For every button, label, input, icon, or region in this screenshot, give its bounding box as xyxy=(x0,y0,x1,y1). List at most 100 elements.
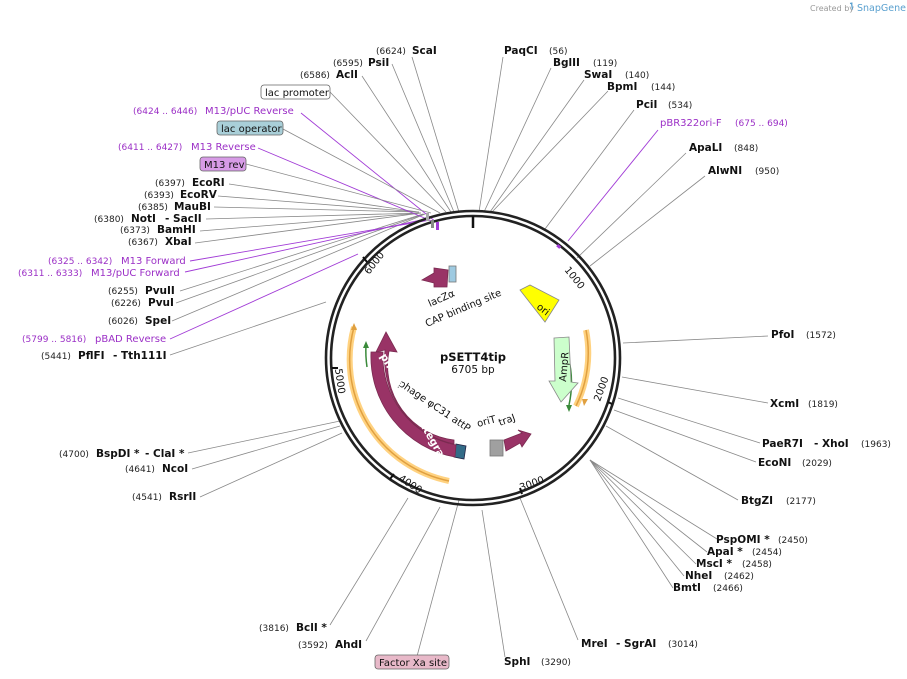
primer-binding-marks xyxy=(426,213,562,249)
feature-traj-label: traJ xyxy=(497,413,517,429)
primer-lines xyxy=(169,112,659,340)
snapgene-logo-icon xyxy=(849,2,854,10)
site-name[interactable]: ApaI * xyxy=(707,546,743,558)
site-name[interactable]: SpeI xyxy=(145,315,171,327)
site-pos: (2454) xyxy=(752,548,782,558)
site-name[interactable]: PvuII xyxy=(145,285,175,297)
feature-cap-label: CAP binding site xyxy=(424,288,503,330)
site-name[interactable]: EcoRI xyxy=(192,177,225,189)
site-name[interactable]: BspDI * xyxy=(96,448,140,460)
box-label: lac operator xyxy=(221,124,282,135)
site-name[interactable]: NotI xyxy=(131,213,156,225)
site-pos: (2462) xyxy=(724,572,754,582)
site-pos: (1819) xyxy=(808,400,838,410)
box-lac-operator[interactable]: lac operator xyxy=(216,120,284,136)
primer-name[interactable]: pBAD Reverse xyxy=(95,334,166,345)
site-pos: (6624) xyxy=(376,47,406,57)
site-name[interactable]: RsrII xyxy=(169,491,196,503)
site-pos: (3014) xyxy=(668,640,698,650)
site-name[interactable]: PciI xyxy=(636,99,657,111)
site-name[interactable]: PvuI xyxy=(148,297,174,309)
feature-cap[interactable] xyxy=(448,265,457,283)
site-pos: (6255) xyxy=(108,287,138,297)
site-name-extra[interactable]: - SgrAI xyxy=(616,638,656,650)
site-name[interactable]: XcmI xyxy=(770,398,799,410)
site-name[interactable]: BglII xyxy=(553,57,580,69)
primer-labels: (6424 .. 6446) M13/pUC Reverse (6411 .. … xyxy=(18,106,788,345)
feature-ampr-label: AmpR xyxy=(558,351,572,382)
site-name[interactable]: MreI xyxy=(581,638,608,650)
site-pos: (56) xyxy=(549,47,567,57)
site-name[interactable]: NheI xyxy=(685,570,712,582)
site-pos: (3290) xyxy=(541,658,571,668)
site-name-extra[interactable]: - ClaI * xyxy=(145,448,185,460)
orf-arc-right-core xyxy=(575,329,589,407)
site-name[interactable]: PspOMI * xyxy=(716,534,770,546)
feature-lacz[interactable] xyxy=(420,267,449,288)
site-pos: (6586) xyxy=(300,71,330,81)
site-name[interactable]: PfoI xyxy=(771,329,794,341)
site-pos: (2458) xyxy=(742,560,772,570)
site-name-extra[interactable]: - Tth111I xyxy=(113,350,167,362)
tick-label-4000: 4000 xyxy=(396,473,423,496)
site-name[interactable]: AclI xyxy=(336,69,358,81)
feature-orit[interactable] xyxy=(489,439,504,457)
tick-mark xyxy=(389,473,395,480)
site-name[interactable]: BpmI xyxy=(607,81,637,93)
site-pos: (6373) xyxy=(120,226,150,236)
feature-traj[interactable] xyxy=(503,429,532,452)
site-name[interactable]: XbaI xyxy=(165,236,192,248)
site-name-extra[interactable]: - XhoI xyxy=(814,438,849,450)
primer-name[interactable]: M13 Reverse xyxy=(191,142,256,153)
box-factor-xa-site[interactable]: Factor Xa site xyxy=(374,654,450,670)
site-name[interactable]: BmtI xyxy=(673,582,701,594)
site-name[interactable]: EcoNI xyxy=(758,457,791,469)
site-pos: (6367) xyxy=(128,238,158,248)
site-name[interactable]: BamHI xyxy=(157,224,196,236)
site-pos: (534) xyxy=(668,101,692,111)
box-lac-promoter[interactable]: lac promoter xyxy=(260,84,331,100)
box-m13-rev[interactable]: M13 rev xyxy=(199,156,247,172)
site-name[interactable]: EcoRV xyxy=(180,189,218,201)
credit-brand[interactable]: SnapGene xyxy=(857,3,906,14)
boxed-label-lines xyxy=(245,91,447,214)
site-name[interactable]: ApaLI xyxy=(689,142,722,154)
site-name[interactable]: ScaI xyxy=(412,45,437,57)
tick-mark xyxy=(607,401,613,405)
orf-arc-right xyxy=(573,329,592,408)
backbone-outer-ring xyxy=(324,209,622,507)
primer-range: (675 .. 694) xyxy=(735,119,788,129)
boxed-labels: lac promoter lac operator M13 rev Factor… xyxy=(199,84,450,670)
site-pos: (119) xyxy=(593,59,617,69)
site-name[interactable]: PflFI xyxy=(78,350,105,362)
site-name[interactable]: PaeR7I xyxy=(762,438,803,450)
plasmid-length: 6705 bp xyxy=(451,364,495,376)
primer-name[interactable]: M13/pUC Reverse xyxy=(205,106,294,117)
site-name[interactable]: NcoI xyxy=(162,463,188,475)
site-pos: (2029) xyxy=(802,459,832,469)
site-name[interactable]: PaqCI xyxy=(504,45,538,57)
site-name[interactable]: AlwNI xyxy=(708,165,742,177)
primer-name[interactable]: pBR322ori-F xyxy=(660,118,722,129)
credit-prefix: Created by xyxy=(810,4,854,13)
primer-name[interactable]: M13/pUC Forward xyxy=(91,268,180,279)
site-name[interactable]: AhdI xyxy=(335,639,362,651)
site-name[interactable]: SwaI xyxy=(584,69,612,81)
site-name[interactable]: MscI * xyxy=(696,558,732,570)
site-name[interactable]: BtgZI xyxy=(741,495,773,507)
primer-name[interactable]: M13 Forward xyxy=(121,256,186,267)
site-name[interactable]: PsiI xyxy=(368,57,389,69)
site-name-extra[interactable]: - SacII xyxy=(165,213,202,225)
site-pos: (144) xyxy=(651,83,675,93)
feature-ampr[interactable]: AmpR xyxy=(548,336,579,403)
orf-arc-left-core xyxy=(348,326,450,482)
site-pos: (6397) xyxy=(155,179,185,189)
tick-label-5000: 5000 xyxy=(332,368,346,395)
site-name[interactable]: MauBI xyxy=(174,201,211,213)
primer-range: (6411 .. 6427) xyxy=(118,143,182,153)
feature-ori[interactable]: ori xyxy=(519,284,560,323)
site-name[interactable]: SphI xyxy=(504,656,530,668)
sites-left: (6624) ScaI (6595) PsiI (6586) AclI (639… xyxy=(41,45,437,651)
site-name[interactable]: BclI * xyxy=(296,622,327,634)
site-pos: (6226) xyxy=(111,299,141,309)
